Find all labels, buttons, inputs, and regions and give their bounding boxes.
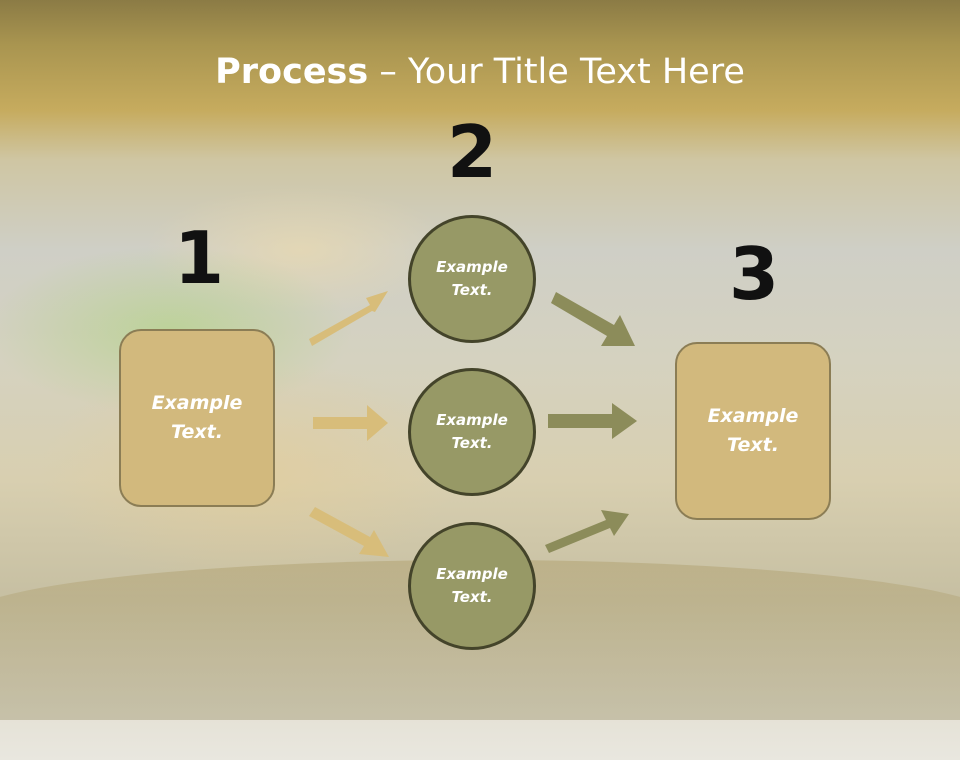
arrows-layer [309, 291, 637, 557]
circle-text-line2: Text. [451, 588, 493, 606]
arrow-right-middle [548, 403, 637, 439]
right-arrows [545, 292, 637, 553]
circle-text-line1: Example [436, 258, 508, 276]
circle-text-line2: Text. [451, 434, 493, 452]
arrow-left-middle [313, 405, 388, 441]
circle-text-line1: Example [436, 411, 508, 429]
arrow-left-up [309, 291, 388, 346]
arrow-right-down [545, 510, 629, 553]
left-arrows [309, 291, 389, 557]
title-rest: – Your Title Text Here [368, 52, 745, 92]
step-3-text-line1: Example [707, 405, 799, 427]
step-number-3: 3 [728, 232, 780, 316]
circle-text-line1: Example [436, 565, 508, 583]
step-1-text-line2: Text. [171, 421, 223, 443]
title-bold: Process [215, 52, 369, 92]
step-number-1: 1 [173, 216, 225, 300]
arrow-right-up [551, 292, 635, 346]
arrow-left-down [309, 507, 389, 557]
step-1-text-line1: Example [151, 392, 243, 414]
step-number-2: 2 [446, 110, 498, 194]
circle-text-line2: Text. [451, 281, 493, 299]
step-3-text-line2: Text. [727, 434, 779, 456]
slide-title: Process – Your Title Text Here [0, 52, 960, 92]
